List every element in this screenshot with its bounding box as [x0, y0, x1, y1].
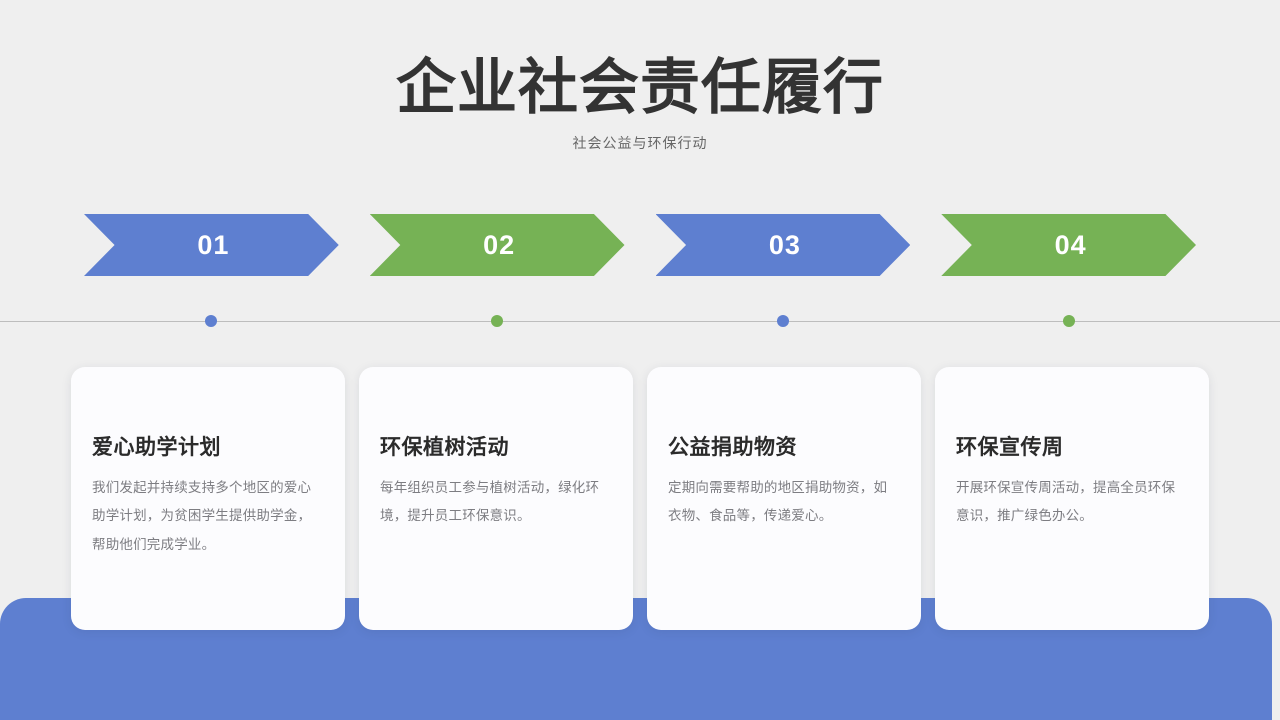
timeline-dot-row	[84, 315, 1196, 327]
step-chevron-03[interactable]: 03	[655, 214, 911, 276]
card-description: 我们发起并持续支持多个地区的爱心助学计划，为贫困学生提供助学金，帮助他们完成学业…	[92, 480, 312, 552]
timeline-dot-icon	[491, 315, 504, 327]
content-card[interactable]: 环保植树活动 每年组织员工参与植树活动，绿化环境，提升员工环保意识。	[359, 367, 633, 630]
timeline-dot-cell-02	[370, 315, 625, 327]
step-number-label: 02	[483, 229, 516, 260]
page-title: 企业社会责任履行	[396, 54, 884, 121]
content-card[interactable]: 环保宣传周 开展环保宣传周活动，提高全员环保意识，推广绿色办公。	[935, 367, 1209, 630]
card-description: 开展环保宣传周活动，提高全员环保意识，推广绿色办公。	[956, 480, 1176, 524]
card-title: 公益捐助物资	[668, 436, 797, 459]
timeline-dot-cell-04	[941, 315, 1196, 327]
card-description: 定期向需要帮助的地区捐助物资，如衣物、食品等，传递爱心。	[668, 480, 888, 524]
step-chevron-01[interactable]: 01	[84, 214, 339, 276]
card-description: 每年组织员工参与植树活动，绿化环境，提升员工环保意识。	[380, 480, 600, 524]
step-chevron-row: 01 02 03 04	[84, 214, 1196, 276]
timeline-dot-cell-03	[656, 315, 911, 327]
step-chevron-04[interactable]: 04	[941, 214, 1196, 276]
card-title: 环保植树活动	[380, 436, 509, 459]
timeline-dot-icon	[205, 315, 218, 327]
step-chevron-02[interactable]: 02	[369, 214, 625, 276]
content-card[interactable]: 爱心助学计划 我们发起并持续支持多个地区的爱心助学计划，为贫困学生提供助学金，帮…	[71, 367, 345, 630]
step-number-label: 04	[1054, 229, 1087, 260]
timeline-dot-icon	[1062, 315, 1075, 327]
card-title: 环保宣传周	[956, 436, 1064, 459]
slide-header: 企业社会责任履行 社会公益与环保行动	[0, 0, 1280, 153]
timeline-dot-cell-01	[84, 315, 339, 327]
card-title: 爱心助学计划	[92, 436, 221, 459]
step-number-label: 01	[197, 229, 230, 260]
page-subtitle: 社会公益与环保行动	[572, 134, 708, 151]
step-number-label: 03	[768, 229, 801, 260]
content-card-row: 爱心助学计划 我们发起并持续支持多个地区的爱心助学计划，为贫困学生提供助学金，帮…	[71, 367, 1209, 630]
content-card[interactable]: 公益捐助物资 定期向需要帮助的地区捐助物资，如衣物、食品等，传递爱心。	[647, 367, 921, 630]
timeline-dot-icon	[776, 315, 789, 327]
timeline-divider	[0, 321, 1280, 322]
